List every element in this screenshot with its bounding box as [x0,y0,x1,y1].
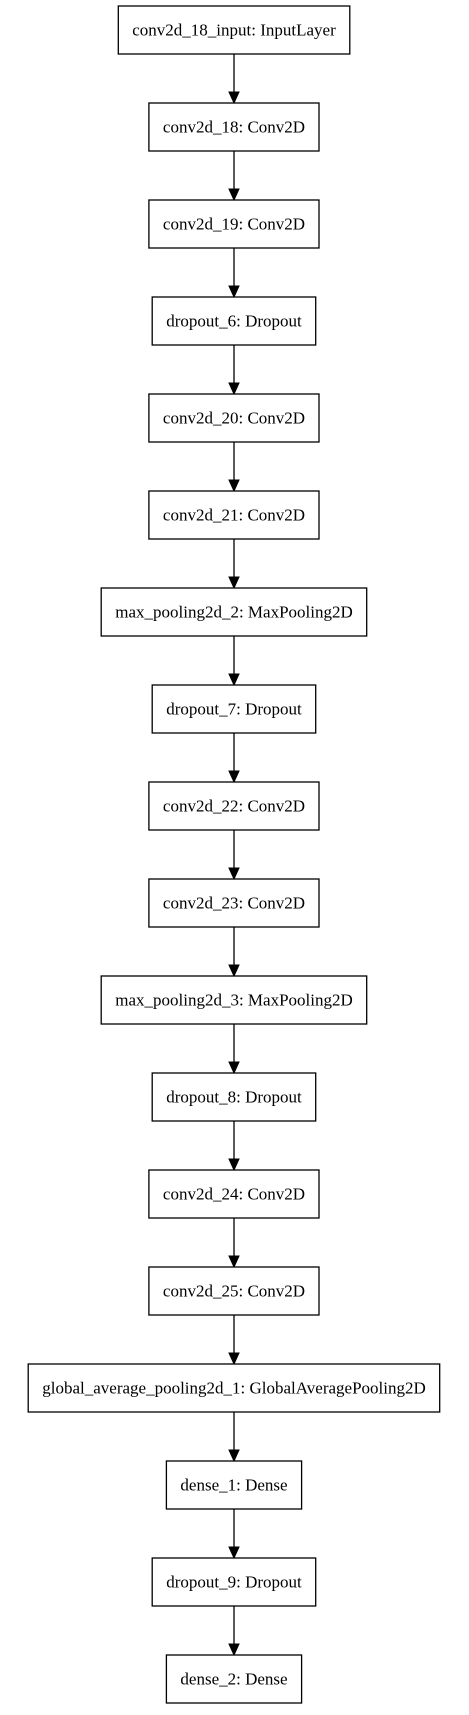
arrowhead-icon [228,576,240,590]
edge-arrow [228,1606,240,1657]
edges-group [228,54,240,1657]
arrowhead-icon [228,285,240,299]
layer-label: dropout_8: Dropout [166,1088,302,1107]
layer-box [148,393,320,443]
arrowhead-icon [228,188,240,202]
layer-node: dense_1: Dense [165,1460,303,1510]
layer-label: conv2d_21: Conv2D [163,506,305,525]
arrowhead-icon [228,479,240,493]
layer-label: conv2d_19: Conv2D [163,215,305,234]
layer-box [165,1460,303,1510]
layer-node: dropout_9: Dropout [151,1557,317,1607]
layer-box [151,296,317,346]
arrowhead-icon [228,1061,240,1075]
edge-arrow [228,927,240,978]
layer-node: conv2d_19: Conv2D [148,199,320,249]
layer-node: dropout_8: Dropout [151,1072,317,1122]
edge-arrow [228,733,240,784]
edge-arrow [228,1218,240,1269]
edge-arrow [228,830,240,881]
layer-box [148,1169,320,1219]
arrowhead-icon [228,91,240,105]
layer-label: conv2d_23: Conv2D [163,894,305,913]
layer-box [100,587,368,637]
arrowhead-icon [228,1352,240,1366]
edge-arrow [228,1315,240,1366]
layer-node: max_pooling2d_3: MaxPooling2D [100,975,368,1025]
edge-arrow [228,442,240,493]
layer-label: conv2d_18: Conv2D [163,118,305,137]
arrowhead-icon [228,1449,240,1463]
edge-arrow [228,539,240,590]
edge-arrow [228,1509,240,1560]
arrowhead-icon [228,1158,240,1172]
arrowhead-icon [228,673,240,687]
arrowhead-icon [228,1255,240,1269]
arrowhead-icon [228,1643,240,1657]
layer-box [151,1557,317,1607]
layer-label: dropout_6: Dropout [166,312,302,331]
layer-box [100,975,368,1025]
layer-box [148,878,320,928]
edge-arrow [228,248,240,299]
arrowhead-icon [228,1546,240,1560]
edge-arrow [228,151,240,202]
layer-node: dropout_6: Dropout [151,296,317,346]
arrowhead-icon [228,770,240,784]
layer-node: conv2d_20: Conv2D [148,393,320,443]
layer-node: conv2d_18: Conv2D [148,102,320,152]
layer-node: dense_2: Dense [165,1654,303,1704]
layer-box [27,1363,441,1413]
layer-node: conv2d_25: Conv2D [148,1266,320,1316]
layer-label: dense_1: Dense [180,1476,287,1495]
layer-label: conv2d_22: Conv2D [163,797,305,816]
layer-label: global_average_pooling2d_1: GlobalAverag… [42,1379,426,1398]
arrowhead-icon [228,867,240,881]
layer-box [148,1266,320,1316]
layer-node: conv2d_23: Conv2D [148,878,320,928]
layer-label: max_pooling2d_2: MaxPooling2D [115,603,353,622]
layer-node: conv2d_21: Conv2D [148,490,320,540]
layer-box [148,102,320,152]
layer-box [117,5,351,55]
layer-node: global_average_pooling2d_1: GlobalAverag… [27,1363,441,1413]
layer-box [148,199,320,249]
layer-node: conv2d_22: Conv2D [148,781,320,831]
edge-arrow [228,54,240,105]
edge-arrow [228,636,240,687]
layer-label: max_pooling2d_3: MaxPooling2D [115,991,353,1010]
layer-node: conv2d_24: Conv2D [148,1169,320,1219]
layer-box [148,781,320,831]
edge-arrow [228,1121,240,1172]
edge-arrow [228,1024,240,1075]
arrowhead-icon [228,964,240,978]
layer-label: dense_2: Dense [180,1670,287,1689]
layer-label: dropout_7: Dropout [166,700,302,719]
layer-box [148,490,320,540]
layer-label: conv2d_18_input: InputLayer [132,21,336,40]
edge-arrow [228,345,240,396]
edge-arrow [228,1412,240,1463]
nodes-group: conv2d_18_input: InputLayer conv2d_18: Co… [27,5,441,1704]
layer-box [151,1072,317,1122]
layer-label: conv2d_25: Conv2D [163,1282,305,1301]
layer-label: conv2d_24: Conv2D [163,1185,305,1204]
layer-node: dropout_7: Dropout [151,684,317,734]
layer-box [165,1654,303,1704]
layer-node: conv2d_18_input: InputLayer [117,5,351,55]
arrowhead-icon [228,382,240,396]
layer-box [151,684,317,734]
layer-label: dropout_9: Dropout [166,1573,302,1592]
layer-node: max_pooling2d_2: MaxPooling2D [100,587,368,637]
layer-label: conv2d_20: Conv2D [163,409,305,428]
